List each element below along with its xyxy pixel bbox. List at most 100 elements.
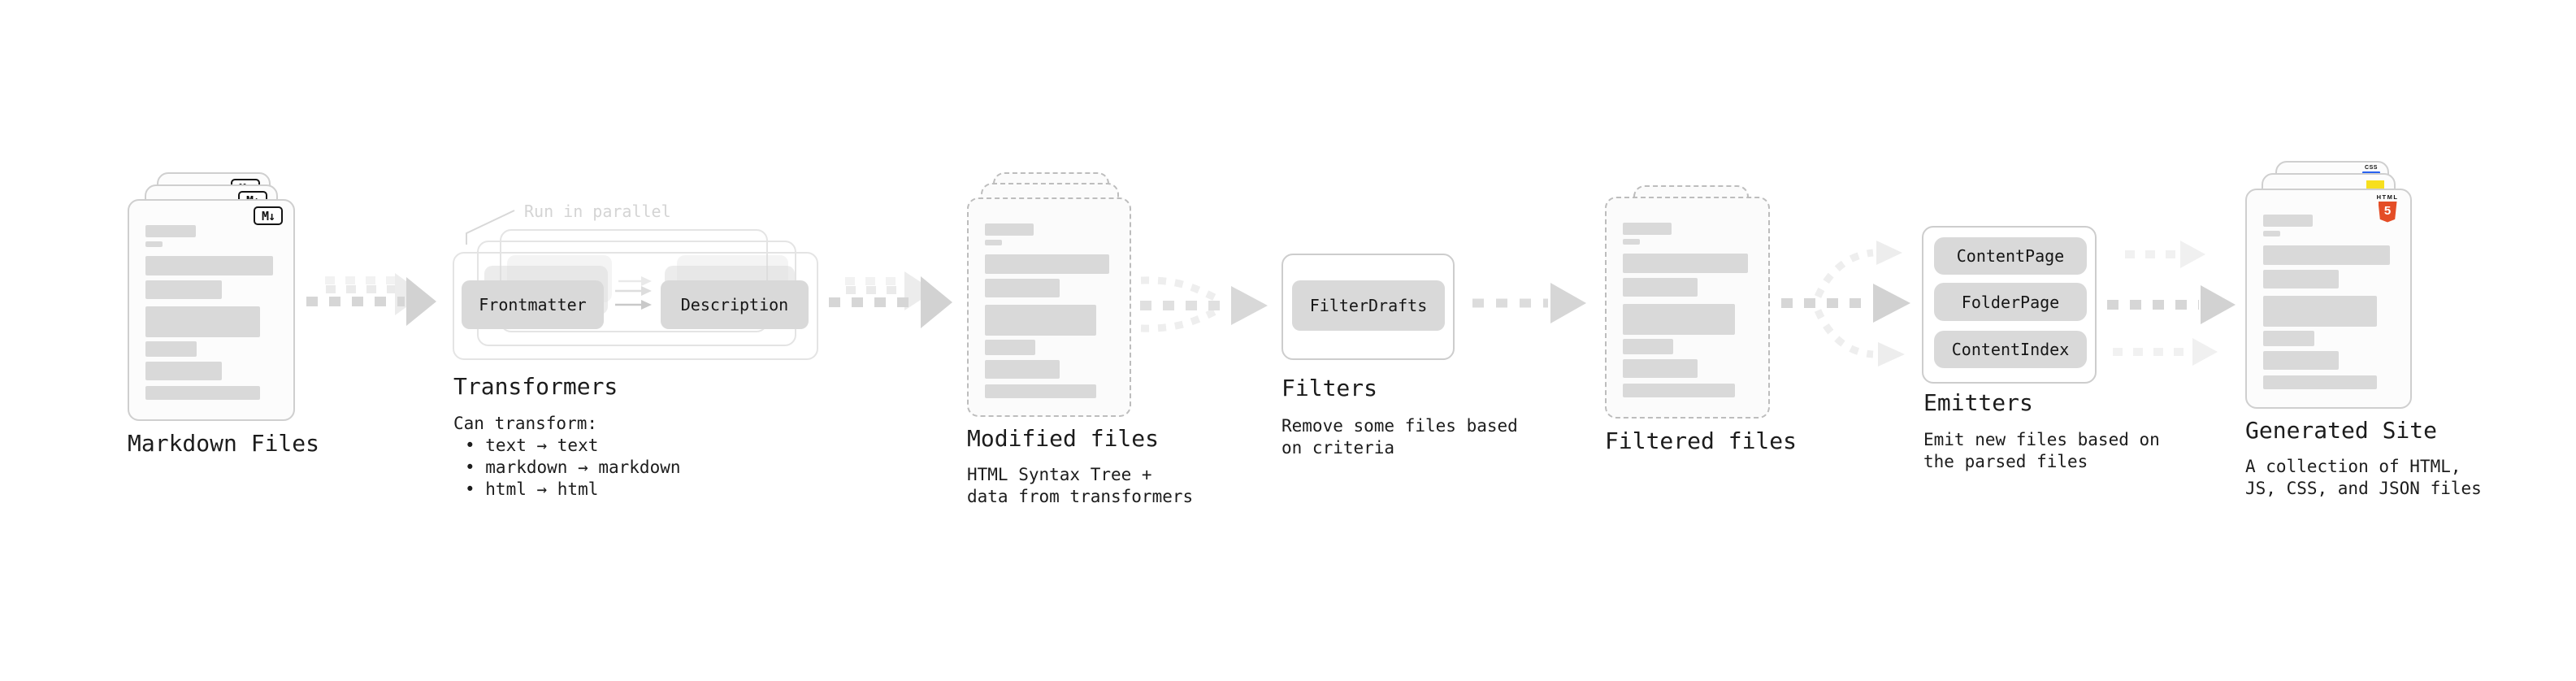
arrow-modified-to-filters — [1140, 276, 1268, 332]
placeholder-bar — [2263, 331, 2314, 346]
modified-file-card — [967, 197, 1131, 417]
arrow-head — [921, 276, 952, 328]
placeholder-bar — [985, 340, 1035, 355]
arrow-filters-to-filtered — [1472, 283, 1586, 323]
placeholder-bar — [1623, 339, 1673, 354]
file-content-placeholder — [145, 225, 277, 400]
placeholder-bar — [2263, 375, 2378, 389]
placeholder-bar — [985, 254, 1110, 274]
markdown-file-card: M↓ — [128, 199, 295, 421]
stage-label-transformers: Transformers — [453, 373, 618, 400]
placeholder-bar — [145, 341, 197, 357]
html5-icon-shield: 5 — [2378, 202, 2397, 223]
placeholder-bar — [1623, 239, 1640, 245]
transformer-node-frontmatter: Frontmatter — [462, 280, 604, 329]
transformer-panel-front — [453, 252, 818, 360]
desc-line: A collection of HTML, — [2245, 457, 2461, 476]
desc-line: the parsed files — [1923, 452, 2088, 471]
placeholder-bar — [145, 362, 222, 380]
desc-line: • text → text — [465, 436, 599, 455]
stage-label-filters: Filters — [1281, 375, 1378, 401]
arrow-head — [1550, 283, 1586, 323]
desc-line: • html → html — [465, 479, 599, 499]
placeholder-bar — [145, 386, 260, 400]
emitter-node-contentindex: ContentIndex — [1934, 331, 2087, 368]
placeholder-bar — [985, 384, 1097, 398]
stage-label-filtered-files: Filtered files — [1605, 427, 1798, 454]
filters-description: Remove some files based on criteria — [1281, 415, 1518, 459]
arrow-head — [406, 277, 436, 326]
html5-icon-label: HTML — [2376, 193, 2399, 201]
js-icon — [2366, 180, 2384, 189]
placeholder-bar — [1623, 359, 1698, 378]
placeholder-bar — [2263, 231, 2280, 236]
markdown-icon: M↓ — [254, 206, 283, 225]
arrow-head-ghost — [904, 271, 935, 310]
generated-description: A collection of HTML, JS, CSS, and JSON … — [2245, 456, 2482, 500]
arrow-transformers-to-modified — [829, 271, 952, 328]
placeholder-bar — [145, 280, 222, 299]
run-in-parallel-note: Run in parallel — [524, 202, 671, 221]
placeholder-bar — [1623, 278, 1698, 297]
merge-curve-top — [1140, 276, 1223, 304]
placeholder-bar — [145, 241, 163, 247]
placeholder-bar — [985, 240, 1002, 245]
placeholder-bar — [2263, 270, 2340, 288]
file-content-placeholder — [2263, 215, 2394, 389]
placeholder-bar — [1623, 384, 1736, 397]
placeholder-bar — [2263, 245, 2391, 265]
arrow-head — [1231, 286, 1268, 325]
placeholder-bar — [145, 225, 196, 237]
placeholder-bar — [2263, 215, 2314, 227]
modified-description: HTML Syntax Tree + data from transformer… — [967, 464, 1193, 508]
placeholder-bar — [1623, 304, 1736, 335]
desc-line: JS, CSS, and JSON files — [2245, 479, 2482, 498]
placeholder-bar — [985, 223, 1034, 236]
placeholder-bar — [985, 305, 1097, 336]
split-curve-bottom — [1814, 309, 1874, 358]
arrow-head-ghost — [1878, 342, 1905, 367]
placeholder-bar — [145, 256, 274, 275]
file-content-placeholder — [1623, 223, 1752, 397]
placeholder-bar — [985, 279, 1060, 297]
arrow-emitters-to-generated — [2107, 241, 2236, 366]
desc-line: Emit new files based on — [1923, 430, 2160, 449]
desc-line: Can transform: — [453, 414, 598, 433]
desc-line: • markdown → markdown — [465, 458, 681, 477]
emitter-node-folderpage: FolderPage — [1934, 283, 2087, 321]
css-icon-label: CSS — [2365, 165, 2378, 171]
placeholder-bar — [2263, 351, 2340, 370]
emitters-panel — [1922, 226, 2097, 384]
placeholder-bar — [145, 306, 260, 337]
html5-icon: HTML 5 — [2371, 193, 2404, 223]
arrow-head-ghost — [2192, 338, 2218, 366]
placeholder-bar — [1623, 223, 1672, 235]
filters-panel — [1281, 254, 1455, 360]
desc-line: HTML Syntax Tree + — [967, 465, 1152, 484]
html5-icon-five: 5 — [2383, 204, 2392, 218]
transformers-description: Can transform: • text → text • markdown … — [453, 413, 681, 501]
desc-line: on criteria — [1281, 438, 1395, 458]
stage-label-emitters: Emitters — [1923, 389, 2033, 416]
placeholder-bar — [1623, 254, 1749, 273]
arrow-filtered-to-emitters — [1781, 241, 1910, 367]
merge-curve-bottom — [1140, 305, 1223, 332]
stage-label-generated-site: Generated Site — [2245, 417, 2438, 444]
desc-line: Remove some files based — [1281, 416, 1518, 436]
emitter-node-contentpage: ContentPage — [1934, 237, 2087, 275]
emitters-description: Emit new files based on the parsed files — [1923, 429, 2160, 473]
file-content-placeholder — [985, 223, 1113, 398]
transformer-node-description: Description — [661, 280, 809, 329]
stage-label-markdown-files: Markdown Files — [128, 430, 320, 457]
filter-node-filterdrafts: FilterDrafts — [1292, 280, 1445, 331]
arrow-head — [2201, 285, 2236, 324]
arrow-head-ghost — [2180, 241, 2205, 268]
filtered-file-card — [1605, 197, 1770, 419]
arrow-head-ghost — [1876, 241, 1902, 265]
generated-file-card-html: HTML 5 — [2245, 189, 2412, 409]
desc-line: data from transformers — [967, 487, 1194, 506]
placeholder-bar — [985, 360, 1060, 379]
split-curve-top — [1814, 249, 1874, 298]
arrow-head — [1873, 284, 1910, 323]
